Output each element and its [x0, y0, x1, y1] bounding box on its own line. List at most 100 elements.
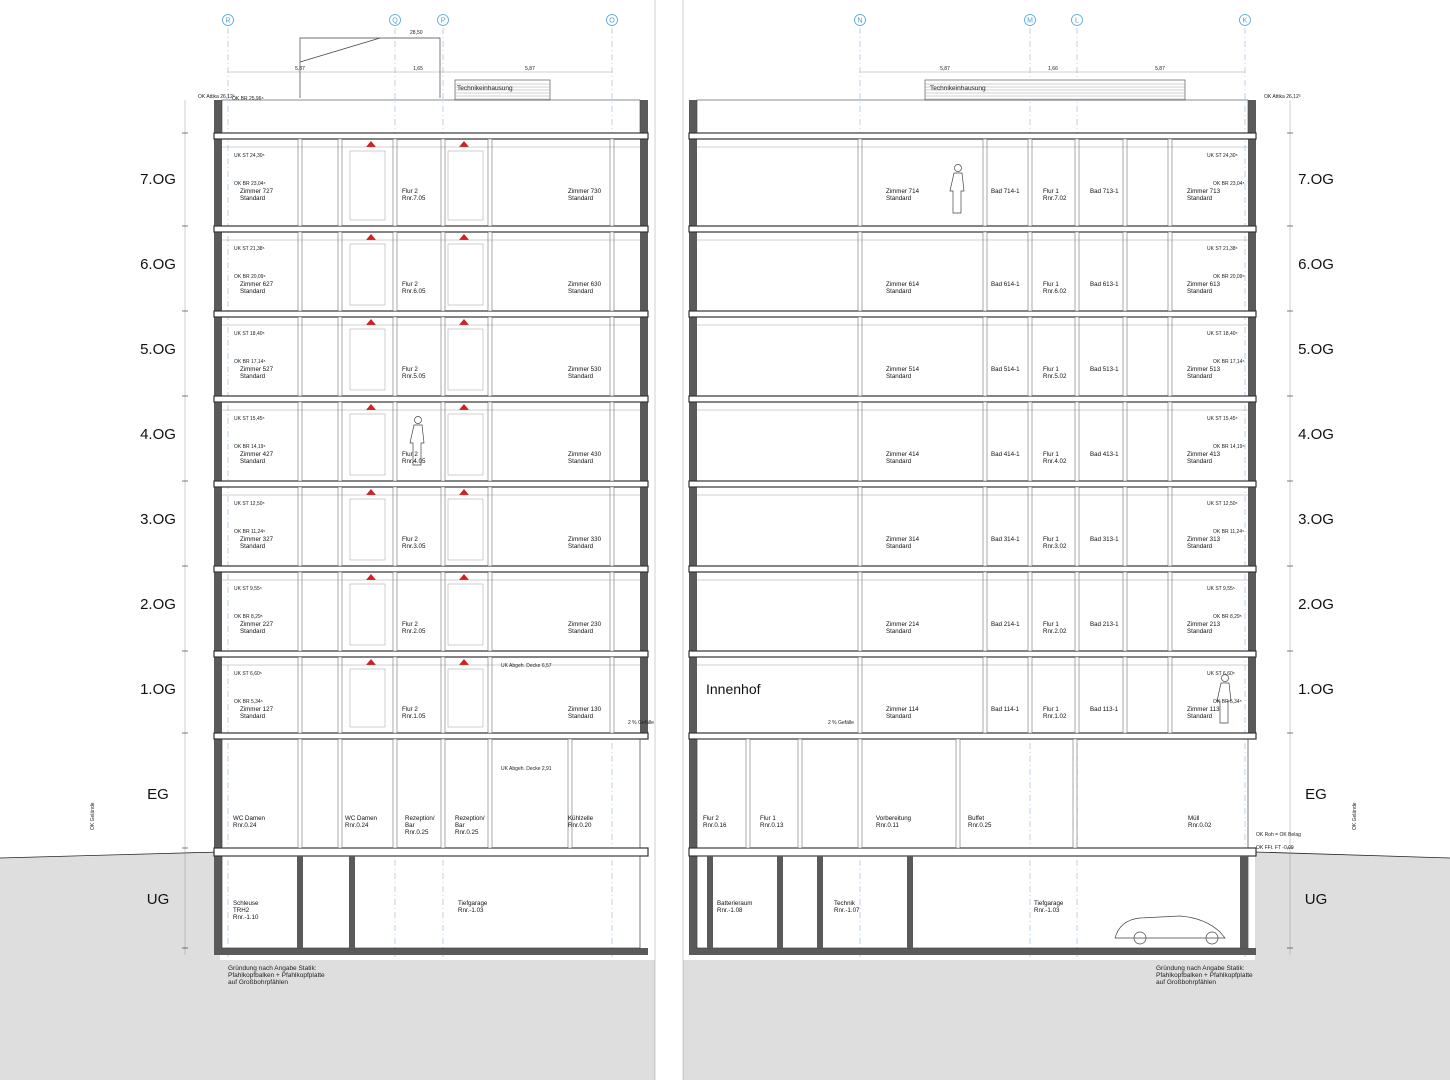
- wall-r-1-4: [1122, 231, 1128, 312]
- axis-bubble-R: [222, 14, 234, 26]
- wall-r-1-2: [1027, 231, 1033, 312]
- roof-parapet-right: [696, 99, 1249, 134]
- left-slab-4: [213, 480, 649, 488]
- room-right-1.OG-1: Standard: [1187, 713, 1213, 720]
- eg-room-5-1: Rnr.0.16: [703, 822, 727, 829]
- exit-sign-l-2: [366, 319, 376, 325]
- right-ug-base: [689, 948, 1256, 955]
- left-parapet-3: [216, 408, 221, 422]
- wall-r-4-1: [982, 486, 988, 567]
- eg-wall-r-0: [745, 738, 751, 849]
- left-slab-6: [213, 650, 649, 658]
- wall-l-0-3: [440, 138, 446, 227]
- right-parapet-0: [691, 145, 696, 159]
- wall-l-5-2: [392, 571, 398, 652]
- ok-gelaende-right: OK Gelände: [1352, 802, 1358, 830]
- eg-room-6-0: Flur 1: [760, 815, 776, 822]
- uk-st-right-1.OG: UK ST 6,60⁵: [1207, 671, 1235, 677]
- wall-r-5-1: [982, 571, 988, 652]
- wall-r-6-5: [1167, 656, 1173, 734]
- wall-r-0-0: [857, 138, 863, 227]
- foundation-note-right-1: Pfahlkopfbalken + Pfahlkopfplatte: [1156, 972, 1253, 979]
- right-parapet-4: [691, 493, 696, 507]
- room-mid-4.OG-0: Zimmer 430: [568, 451, 602, 458]
- wall-r-0-5: [1167, 138, 1173, 227]
- room-mid-7.OG-0: Zimmer 730: [568, 188, 602, 195]
- ok-roh: OK Roh = OK Belag: [1256, 832, 1301, 838]
- left-parapet-in-4: [641, 525, 646, 539]
- axis-bubble-L: [1071, 14, 1083, 26]
- wall-r-6-2: [1027, 656, 1033, 734]
- flur-right-5.OG-1: Rnr.5.02: [1043, 373, 1067, 380]
- flur-left-2.OG-1: Rnr.2.05: [402, 628, 426, 635]
- left-parapet-in-6: [641, 695, 646, 709]
- br-right-5.OG: OK BR 17,14⁵: [1213, 359, 1245, 365]
- bad2-5.OG: Bad 513-1: [1090, 366, 1119, 373]
- room-right-7.OG-1: Standard: [1187, 195, 1213, 202]
- roof-label-right: Technikeinhausung: [930, 85, 986, 92]
- left-parapet-1: [216, 238, 221, 252]
- room-mid-5.OG-1: Standard: [568, 373, 594, 380]
- wall-r-0-1: [982, 138, 988, 227]
- room-mid-6.OG-0: Zimmer 630: [568, 281, 602, 288]
- ug-room-2-0: Batterieraum: [717, 900, 752, 907]
- left-slab-1: [213, 225, 649, 233]
- wall-l-2-2: [392, 316, 398, 397]
- axis-label-R: R: [225, 18, 230, 25]
- left-eg-slab: [213, 847, 649, 857]
- bad2-2.OG: Bad 213-1: [1090, 621, 1119, 628]
- left-slab-2: [213, 310, 649, 318]
- room-mid-1.OG-1: Standard: [568, 713, 594, 720]
- wall-r-6-1: [982, 656, 988, 734]
- flur-right-6.OG-1: Rnr.6.02: [1043, 288, 1067, 295]
- gefaelle-right: 2 % Gefälle: [828, 720, 854, 726]
- flur-left-7.OG-0: Flur 2: [402, 188, 418, 195]
- br-left-5.OG: OK BR 17,14⁵: [234, 359, 266, 365]
- attika-right: OK Attika 26,12³: [1264, 94, 1301, 100]
- wall-l-4-0: [297, 486, 303, 567]
- level-label-left-5.OG: 5.OG: [140, 341, 176, 358]
- room-left-5.OG-1: Standard: [240, 373, 266, 380]
- wall-r-0-2: [1027, 138, 1033, 227]
- wall-r-2-4: [1122, 316, 1128, 397]
- wall-l-6-0: [297, 656, 303, 734]
- ground-left: [0, 852, 655, 1080]
- wall-r-4-5: [1167, 486, 1173, 567]
- right-eg-frame: [696, 738, 1249, 849]
- wall-l-4-3: [440, 486, 446, 567]
- exit-sign-l2-5: [459, 574, 469, 580]
- wall-r-3-5: [1167, 401, 1173, 482]
- foundation-note-right-2: auf Großbohrpfählen: [1156, 979, 1216, 986]
- br-right-3.OG: OK BR 11,24⁵: [1213, 529, 1244, 535]
- br-right-7.OG: OK BR 23,04⁵: [1213, 181, 1245, 187]
- door-l-0: [349, 150, 386, 221]
- room-rmid-5.OG-0: Zimmer 514: [886, 366, 920, 373]
- top-dim-l-0: 5,87: [295, 66, 305, 72]
- room-rmid-2.OG-1: Standard: [886, 628, 912, 635]
- door-l-3: [349, 413, 386, 476]
- wall-r-5-3: [1074, 571, 1080, 652]
- door-l-5: [349, 583, 386, 646]
- ug-room-1-0: Tiefgarage: [458, 900, 488, 907]
- exit-sign-l2-6: [459, 659, 469, 665]
- room-right-6.OG-0: Zimmer 613: [1187, 281, 1221, 288]
- left-ug-base: [214, 948, 648, 955]
- room-left-4.OG-0: Zimmer 427: [240, 451, 274, 458]
- room-mid-2.OG-0: Zimmer 230: [568, 621, 602, 628]
- wall-l-4-4: [487, 486, 493, 567]
- room-rmid-3.OG-0: Zimmer 314: [886, 536, 920, 543]
- uk-st-left-6.OG: UK ST 21,38⁵: [234, 246, 265, 252]
- wall-l-6-1: [337, 656, 343, 734]
- right-parapet-in-5: [1249, 610, 1254, 624]
- eg-wall-l-1: [337, 738, 343, 849]
- bad1-7.OG: Bad 714-1: [991, 188, 1020, 195]
- wall-l-6-3: [440, 656, 446, 734]
- ug-wall-r-0: [707, 856, 713, 948]
- eg-room-4-1: Rnr.0.20: [568, 822, 592, 829]
- wall-l-0-4: [487, 138, 493, 227]
- room-mid-1.OG-0: Zimmer 130: [568, 706, 602, 713]
- right-slab-2: [688, 310, 1257, 318]
- top-dim-r-2: 5,87: [1155, 66, 1165, 72]
- room-left-1.OG-0: Zimmer 127: [240, 706, 274, 713]
